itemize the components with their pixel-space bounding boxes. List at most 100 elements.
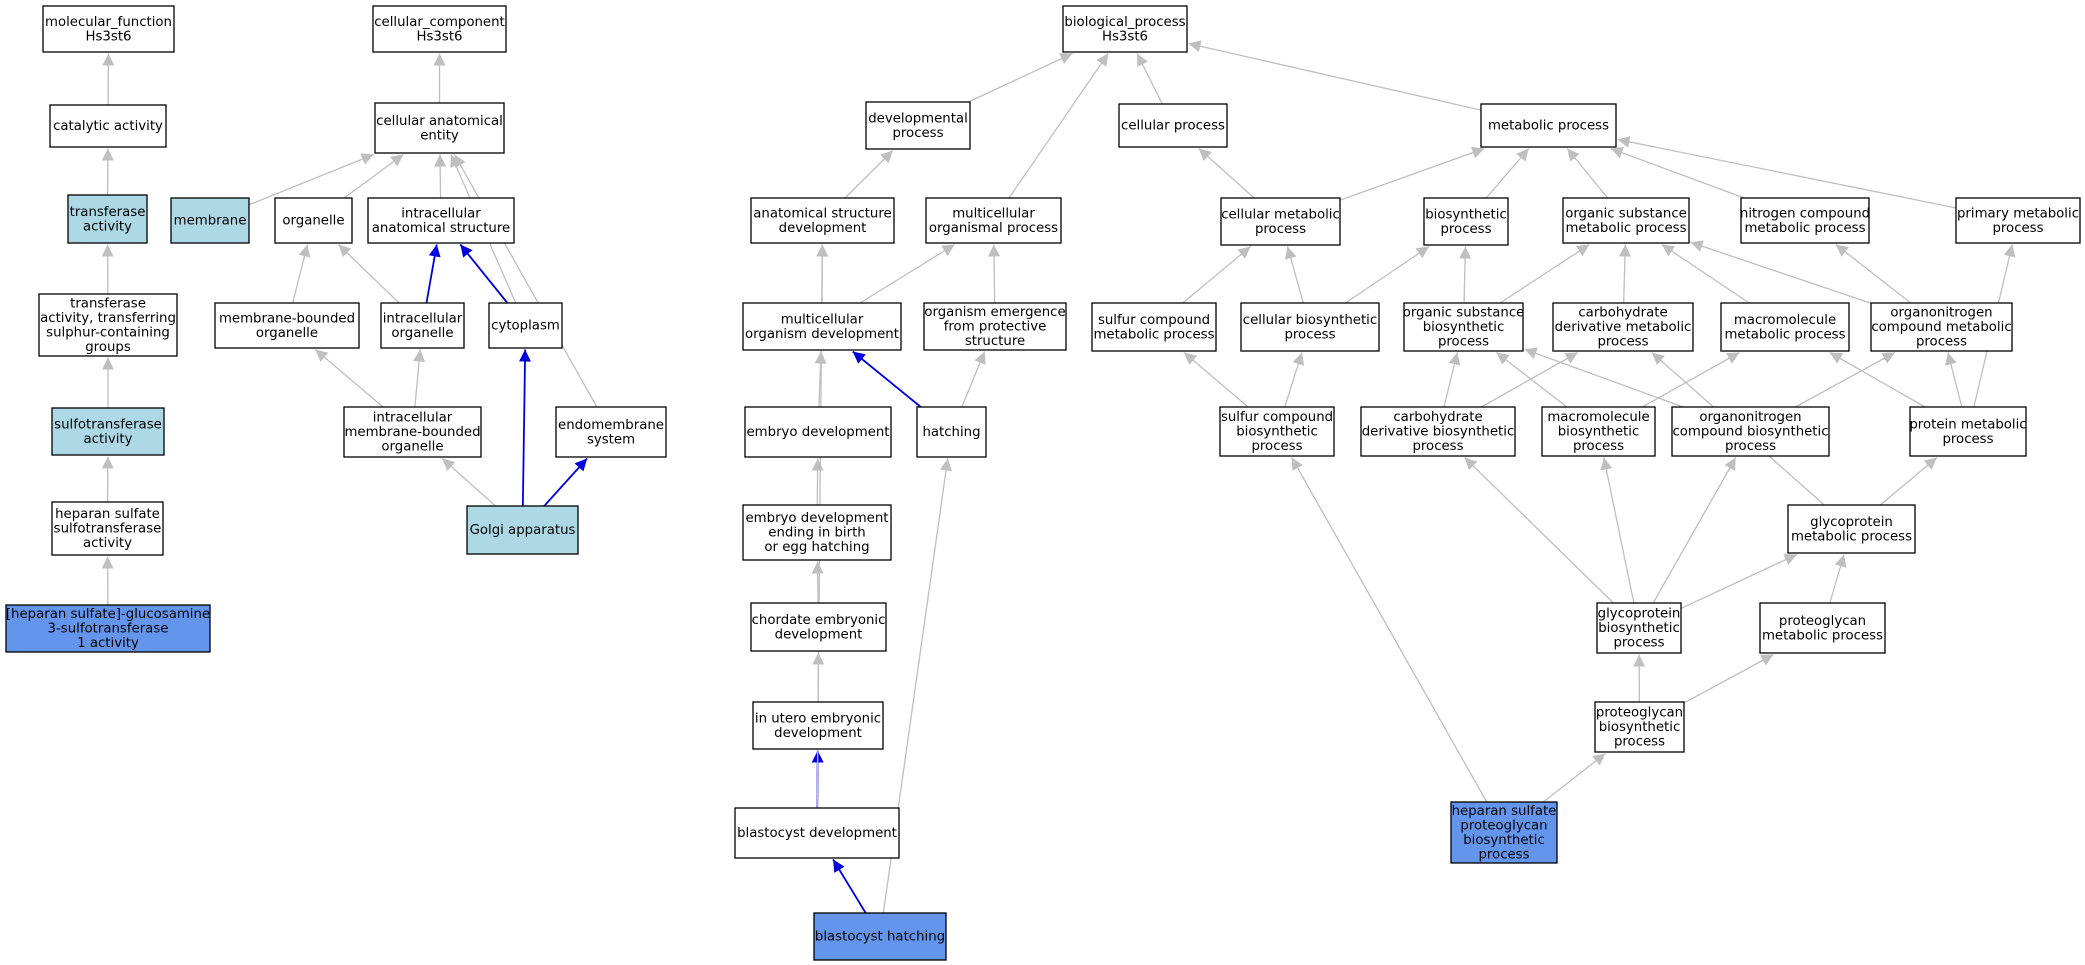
node-label-line: sulfur compound xyxy=(1221,410,1333,425)
node-label-line: Hs3st6 xyxy=(1102,29,1148,44)
edge-cbp-to-cmp xyxy=(1284,246,1304,304)
node-label-line: sulfotransferase xyxy=(54,417,162,432)
node-label-line: metabolic process xyxy=(1724,327,1845,342)
node-label-line: primary metabolic xyxy=(1957,206,2079,221)
node-label-line: biosynthetic xyxy=(1423,320,1505,335)
node-box xyxy=(1403,302,1524,352)
edge-ncmp-to-mp xyxy=(1610,147,1745,199)
node-label-line: hatching xyxy=(922,425,980,440)
edge-io-to-ias xyxy=(425,244,441,304)
edge-cbp-to-bsp xyxy=(1345,245,1430,304)
node-box xyxy=(555,406,667,458)
node-bd: blastocyst development xyxy=(734,807,900,859)
node-label-line: biosynthetic xyxy=(1558,425,1640,440)
node-box xyxy=(1594,701,1685,753)
node-label-line: proteoglycan xyxy=(1779,614,1866,629)
node-box xyxy=(1870,302,2013,352)
node-label-line: sulfotransferase xyxy=(54,522,162,537)
node-label-line: cytoplasm xyxy=(491,319,560,334)
node-label-line: compound metabolic xyxy=(1871,320,2011,335)
node-box xyxy=(1118,103,1228,148)
edge-mem-to-cae xyxy=(248,153,374,206)
node-label-line: carbohydrate xyxy=(1393,410,1482,425)
node-label-line: organonitrogen xyxy=(1699,410,1801,425)
node-label-line: structure xyxy=(965,334,1025,349)
node-label-line: activity xyxy=(83,536,132,551)
node-org: organelle xyxy=(274,197,353,244)
edges xyxy=(101,40,2016,914)
node-label-line: Hs3st6 xyxy=(417,29,463,44)
edge-gbp-to-cdbp xyxy=(1464,457,1614,604)
node-box xyxy=(372,5,507,53)
edge-oncmp-to-ncmp xyxy=(1835,243,1912,304)
node-box xyxy=(1909,406,2027,457)
edge-asd-to-dev xyxy=(844,150,894,199)
node-label-line: heparan sulfate xyxy=(55,507,160,522)
node-label-line: cellular anatomical xyxy=(376,114,503,129)
node-label-line: transferase xyxy=(70,205,146,220)
node-label-line: transferase xyxy=(70,296,146,311)
edge-pgmp-to-gmp xyxy=(1829,554,1847,604)
node-box xyxy=(750,197,895,244)
node-label-line: cellular biosynthetic xyxy=(1243,313,1377,328)
node-cat: catalytic activity xyxy=(49,104,167,148)
node-label-line: embryo development xyxy=(746,511,889,526)
node-label-line: process xyxy=(1613,636,1664,651)
node-label-line: glycoprotein xyxy=(1810,515,1893,530)
node-box xyxy=(923,302,1067,351)
node-label-line: process xyxy=(1478,847,1529,862)
node-box xyxy=(1219,406,1335,457)
edge-prmp-to-oncmp xyxy=(1945,352,1963,408)
node-label-line: macromolecule xyxy=(1734,313,1836,328)
node-label-line: in utero embryonic xyxy=(755,711,881,726)
edge-hspg-to-pgbp xyxy=(1542,752,1606,803)
node-hsg: [heparan sulfate]-glucosamine3-sulfotran… xyxy=(5,604,211,653)
node-label-line: protein metabolic xyxy=(1909,417,2026,432)
node-box xyxy=(51,501,164,556)
node-box xyxy=(367,197,515,244)
node-box xyxy=(343,406,482,458)
node-label-line: process xyxy=(1992,221,2043,236)
node-box xyxy=(1240,302,1380,352)
node-label-line: ending in birth xyxy=(768,526,865,541)
edge-oncbp-to-osbp xyxy=(1524,347,1684,408)
node-label-line: organelle xyxy=(256,326,318,341)
edge-gbp-to-gmp xyxy=(1680,553,1798,610)
edge-cmp-to-cp xyxy=(1198,148,1255,199)
node-cyto: cytoplasm xyxy=(488,302,563,349)
edge-cdbp-to-cdmp xyxy=(1481,351,1579,408)
node-bh: blastocyst hatching xyxy=(813,912,947,961)
edge-golgi-to-imbo xyxy=(441,458,496,507)
node-box xyxy=(1552,302,1694,352)
node-label-line: metabolic process xyxy=(1762,628,1883,643)
node-box xyxy=(742,504,892,561)
node-label-line: anatomical structure xyxy=(753,206,891,221)
edge-osbp-to-osmp xyxy=(1499,243,1590,304)
edge-endo-to-cae xyxy=(453,154,598,408)
node-ed: embryo development xyxy=(744,406,892,458)
node-box xyxy=(1091,302,1217,352)
node-label-line: anatomical structure xyxy=(372,221,510,236)
node-label-line: intracellular xyxy=(373,411,453,426)
node-label-line: blastocyst hatching xyxy=(815,930,945,945)
edge-mbo-to-org xyxy=(292,244,311,304)
node-label-line: molecular_function xyxy=(45,15,172,30)
node-label-line: embryo development xyxy=(747,425,890,440)
edge-mp-to-bp xyxy=(1188,40,1482,111)
node-box xyxy=(488,302,563,349)
edge-mbp-to-osbp xyxy=(1496,351,1568,408)
node-box xyxy=(1423,197,1509,246)
node-label-line: sulphur-containing xyxy=(46,325,170,340)
